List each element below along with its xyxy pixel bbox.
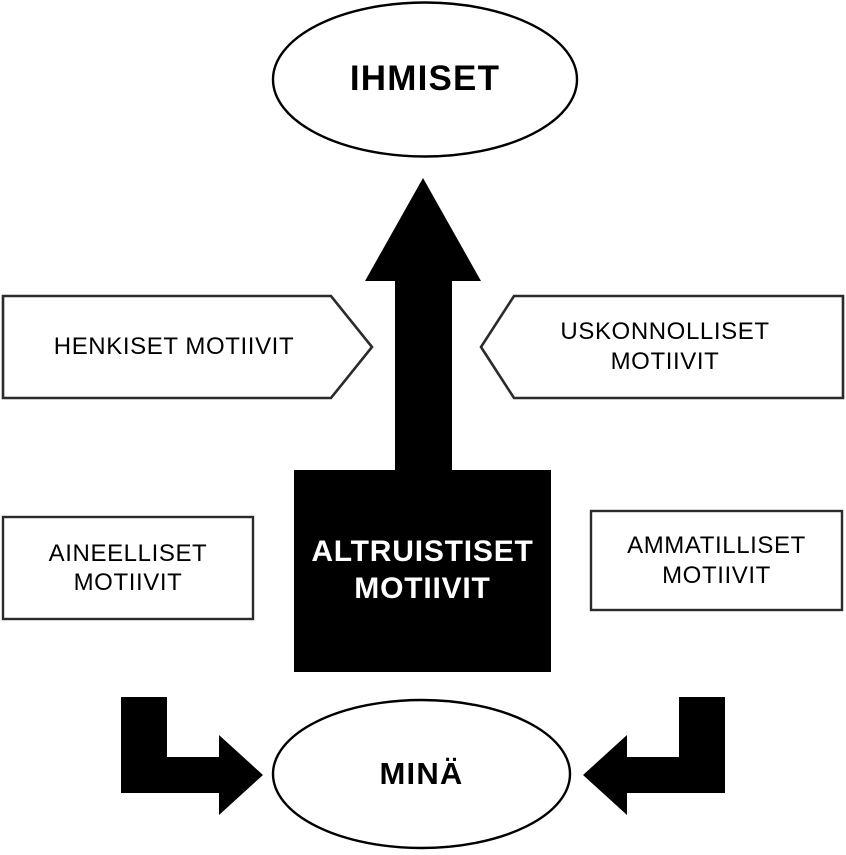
big-up-arrow-icon [365, 178, 481, 472]
box-right-shape[interactable] [589, 509, 844, 612]
center-box-shape[interactable] [294, 470, 551, 672]
box-left-shape[interactable] [1, 515, 255, 621]
top-ellipse-shape[interactable] [271, 1, 579, 158]
bottom-ellipse-shape[interactable] [271, 698, 572, 850]
chevron-left-shape[interactable] [1, 294, 374, 400]
bent-arrow-right-icon [583, 697, 725, 815]
bent-arrow-left-icon [121, 697, 263, 815]
chevron-right-shape[interactable] [479, 294, 845, 400]
